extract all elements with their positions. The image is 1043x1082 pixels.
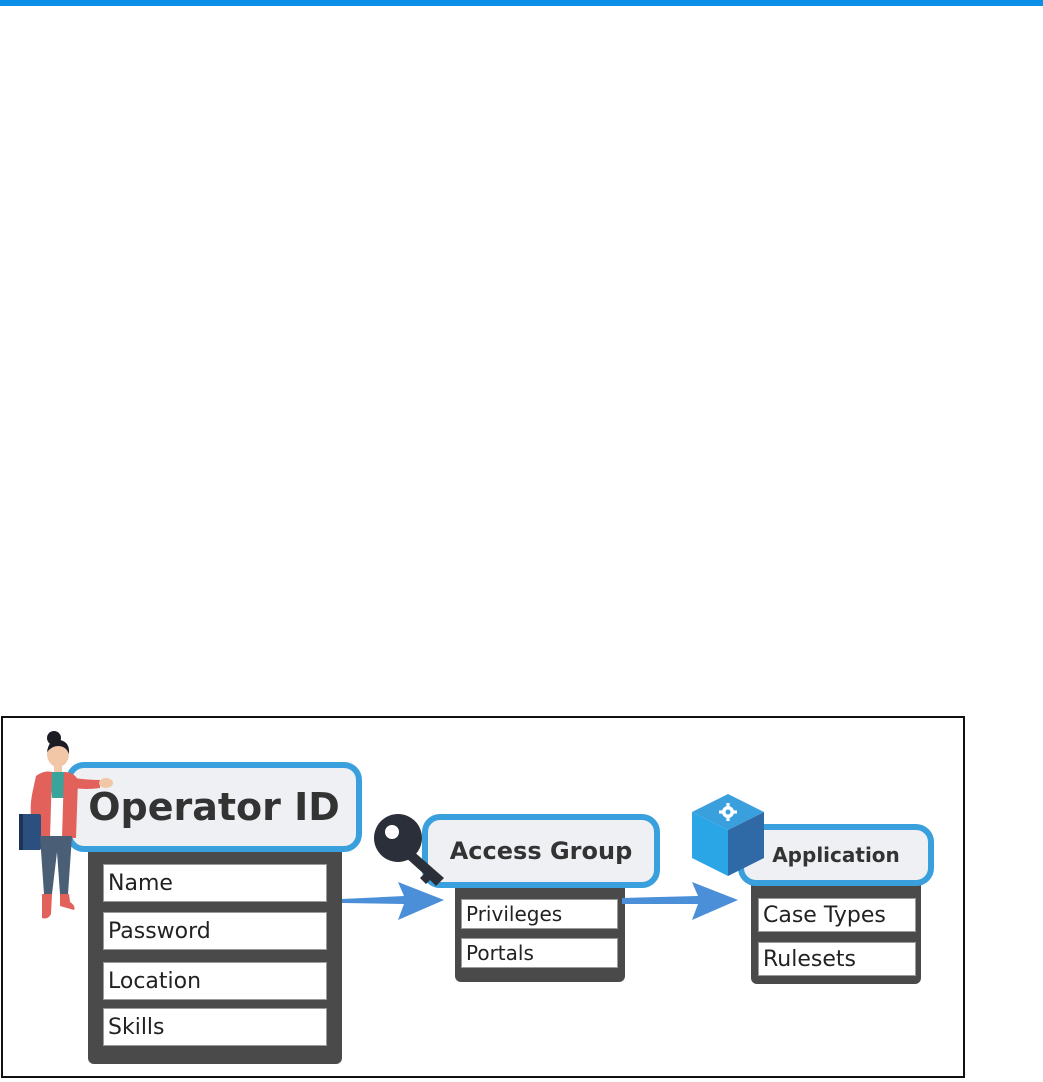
arrow-right-icon [622, 878, 740, 926]
field-label: Location [108, 969, 201, 994]
arrow-right-icon [342, 878, 446, 926]
field-label: Privileges [466, 902, 562, 926]
operator-field-password: Password [103, 912, 327, 950]
cube-gear-icon [688, 792, 768, 878]
field-label: Case Types [763, 903, 886, 928]
person-illustration [14, 728, 124, 928]
operator-field-location: Location [103, 962, 327, 1000]
operator-field-name: Name [103, 864, 327, 902]
application-field-rulesets: Rulesets [758, 942, 916, 976]
access-group-title: Access Group [450, 837, 633, 865]
operator-field-skills: Skills [103, 1008, 327, 1046]
field-label: Skills [108, 1015, 165, 1040]
access-group-field-privileges: Privileges [461, 899, 618, 929]
field-label: Rulesets [763, 947, 856, 972]
field-label: Portals [466, 941, 534, 965]
application-field-case-types: Case Types [758, 898, 916, 932]
application-title: Application [772, 843, 900, 867]
access-group-field-portals: Portals [461, 938, 618, 968]
operator-id-title: Operator ID [88, 785, 340, 829]
top-accent-bar [0, 0, 1043, 6]
